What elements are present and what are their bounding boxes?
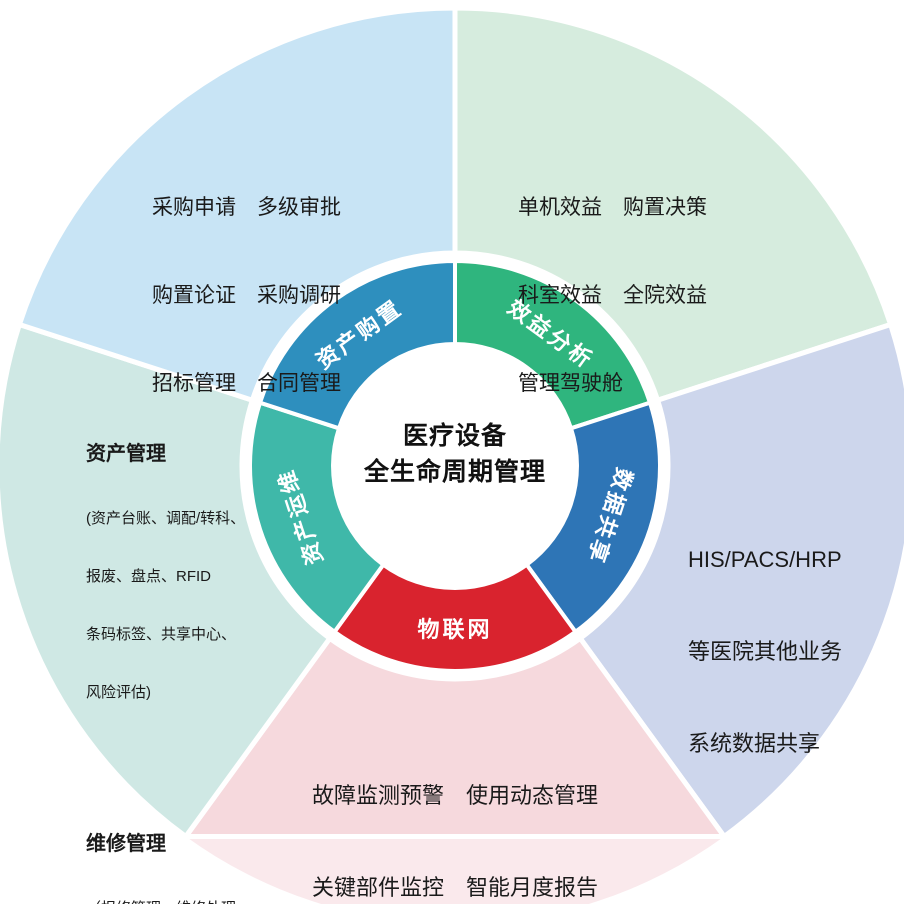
acquisition-details: 采购申请 多级审批 购置论证 采购调研 招标管理 合同管理 (152, 140, 341, 452)
iot-details: 故障监测预警 使用动态管理 关键部件监控 智能月度报告 (255, 724, 655, 904)
outer-segment-iot (180, 634, 730, 839)
operations-group-title: 维修管理 (86, 833, 166, 855)
operations-group-asset: 资产管理 (资产台账、调配/转科、 报废、盘点、RFID 条码标签、共享中心、 … (86, 404, 251, 740)
detail-line: HIS/PACS/HRP (688, 547, 842, 572)
detail-line: 科室效益 全院效益 (518, 284, 707, 307)
detail-line: 购置论证 采购调研 (152, 284, 341, 307)
detail-line: (资产台账、调配/转科、 (86, 510, 246, 527)
detail-line: 报废、盘点、RFID (86, 568, 211, 585)
center-title: 医疗设备 全生命周期管理 (315, 418, 595, 490)
operations-details: 资产管理 (资产台账、调配/转科、 报废、盘点、RFID 条码标签、共享中心、 … (86, 368, 251, 904)
detail-line: 单机效益 购置决策 (518, 196, 707, 219)
benefit-details: 单机效益 购置决策 科室效益 全院效益 管理驾驶舱 (518, 140, 707, 452)
detail-line: 故障监测预警 使用动态管理 (311, 783, 598, 808)
detail-line: 采购申请 多级审批 (152, 196, 341, 219)
center-title-line1: 医疗设备 (402, 422, 507, 450)
center-title-line2: 全生命周期管理 (363, 458, 546, 486)
detail-line: 风险评估) (86, 684, 151, 701)
operations-group-maintenance: 维修管理 （报修管理、维修处理、 备件管理、维修评价） (86, 794, 251, 904)
detail-line: 等医院其他业务 (688, 639, 843, 664)
detail-line: 关键部件监控 智能月度报告 (311, 875, 598, 900)
outer-segment-benefit (452, 5, 894, 404)
detail-line: （报修管理、维修处理、 (86, 898, 251, 904)
outer-segment-iot-band (185, 836, 725, 904)
data-share-details: HIS/PACS/HRP 等医院其他业务 系统数据共享 (688, 488, 842, 816)
outer-segment-acquisition (16, 5, 458, 404)
detail-line: 系统数据共享 (688, 731, 821, 756)
operations-group-title: 资产管理 (86, 443, 166, 465)
outer-segment-operations (0, 321, 334, 840)
detail-line: 管理驾驶舱 (518, 372, 623, 395)
ring-label-iot: 物联网 (417, 617, 492, 642)
detail-line: 条码标签、共享中心、 (86, 626, 237, 643)
center-circle (333, 344, 577, 588)
outer-segment-data-share (576, 321, 904, 840)
detail-line: 招标管理 合同管理 (152, 372, 341, 395)
